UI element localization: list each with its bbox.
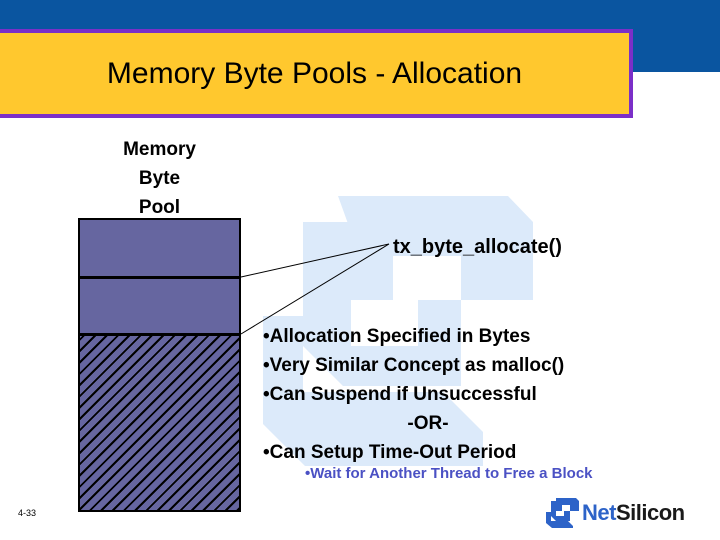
title-box: Memory Byte Pools - Allocation (0, 29, 633, 118)
logo-name-suffix: Silicon (615, 500, 685, 525)
bullet-item: •Allocation Specified in Bytes (263, 326, 531, 347)
pool-divider-2 (80, 333, 239, 336)
netsilicon-mark-icon (546, 498, 579, 528)
pool-caption: Memory Byte Pool (78, 136, 241, 223)
netsilicon-wordmark: NetSilicon (582, 500, 685, 526)
sub-bullet-item: •Wait for Another Thread to Free a Block (305, 465, 593, 482)
bullet-separator-or: -OR- (407, 412, 449, 434)
bullet-item: •Very Similar Concept as malloc() (263, 354, 565, 376)
netsilicon-logo: NetSilicon (545, 492, 705, 534)
memory-pool-box (78, 218, 241, 512)
page-title: Memory Byte Pools - Allocation (106, 56, 523, 90)
pool-free-region (80, 336, 239, 510)
page-number: 4-33 (18, 508, 37, 518)
bullet-item: •Can Setup Time-Out Period (263, 441, 517, 463)
pool-caption-line-1: Memory (123, 139, 196, 160)
logo-name-prefix: Net (582, 500, 616, 525)
bullet-list: •Allocation Specified in Bytes •Very Sim… (263, 323, 683, 467)
pool-divider-1 (80, 276, 239, 279)
pool-caption-line-3: Pool (138, 196, 181, 218)
pool-caption-line-2: Byte (138, 167, 181, 189)
callout-label: tx_byte_allocate() (393, 236, 562, 258)
bullet-item: •Can Suspend if Unsuccessful (263, 383, 537, 405)
